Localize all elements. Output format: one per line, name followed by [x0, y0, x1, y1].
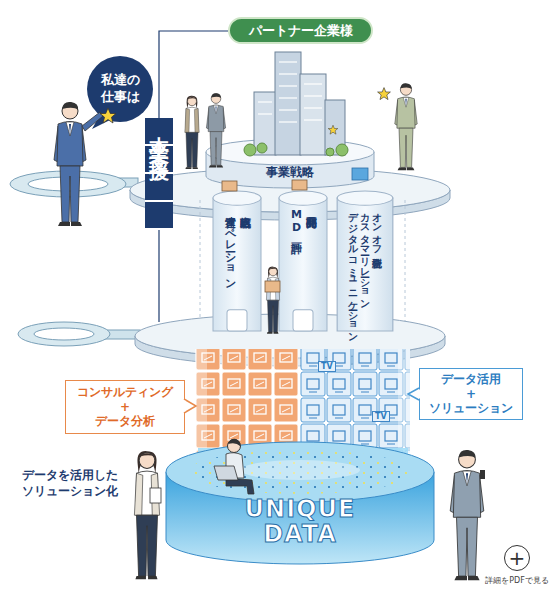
parcel-boxes [222, 168, 368, 191]
service-pillar: 商品開発 MD計画 [278, 190, 328, 332]
icon-text: TV [318, 361, 336, 372]
icon-text: TV [372, 411, 390, 422]
service-pillar: 出店戦略 運営オペレーション [212, 190, 262, 332]
node-text: + [509, 548, 526, 568]
node-text: データ活用 + ソリューション [422, 372, 520, 416]
node-text: オンオフ統合型 カスタマーリレーション デジタルコミュニケーション [347, 206, 383, 332]
callout-box: コンサルティング + データ分析 [65, 380, 185, 434]
office-buildings [244, 52, 348, 156]
service-pillar: オンオフ統合型 カスタマーリレーション デジタルコミュニケーション [336, 190, 394, 332]
data-cylinder: UNIQUE DATA [165, 440, 435, 565]
node-text: コンサルティング + データ分析 [69, 385, 181, 429]
node-text: 商品開発 MD計画 [288, 208, 318, 312]
callout-tail [184, 388, 420, 413]
speech-bubble: 私達の仕事は [86, 55, 154, 123]
partner-pill: パートナー企業様 [228, 17, 373, 44]
platform-drum: 事業戦略 [205, 138, 375, 188]
pdf-button: +詳細をPDFで見る [504, 545, 530, 571]
node-text: 私達の仕事は [100, 72, 140, 106]
node-text: 出店戦略 運営オペレーション [222, 208, 252, 312]
side-note: データを活用した ソリューション化 [22, 468, 142, 499]
node-text: 詳細をPDFで見る [485, 575, 549, 586]
data-tile-column [195, 349, 410, 453]
node-text: UNIQUE DATA [190, 497, 410, 547]
node-text: 事業戦略 [266, 164, 314, 181]
node-text: パートナー企業様 [249, 22, 353, 40]
vertical-band: 本業支援 [145, 118, 173, 230]
node-text: 本業支援 [145, 118, 173, 153]
people [54, 83, 485, 580]
floating-ring [10, 171, 140, 346]
callout-box: データ活用 + ソリューション [419, 368, 523, 420]
drum-shape [205, 138, 375, 188]
